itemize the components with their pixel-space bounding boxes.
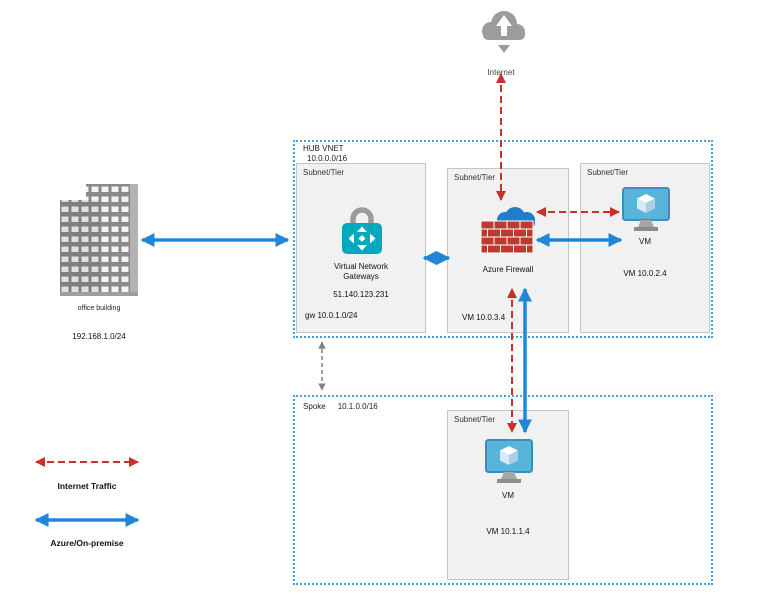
spoke-vm-ip: VM 10.1.1.4	[486, 527, 530, 536]
gateway-subnet: Subnet/Tier Virtual Network Gateways 51.…	[296, 163, 426, 333]
gateway-subnet-label: Subnet/Tier	[303, 168, 345, 177]
spoke-vm-subnet: Subnet/Tier VM VM 10.1.1.4	[447, 410, 569, 580]
hub-vm-subnet: Subnet/Tier VM VM 10.0.2.4	[580, 163, 710, 333]
firewall-subnet-label: Subnet/Tier	[454, 173, 496, 182]
gateway-name: Virtual Network Gateways	[333, 262, 389, 282]
spoke-vnet-title: Spoke	[303, 402, 326, 411]
spoke-vm-name: VM	[502, 491, 514, 500]
spoke-vnet-boundary: Spoke 10.1.0.0/16	[293, 395, 713, 585]
hub-vnet-cidr: 10.0.0.0/16	[307, 154, 348, 163]
onpremise-cidr: 192.168.1.0/24	[72, 332, 126, 341]
internet-label: Internet	[487, 68, 515, 77]
legend-azure-onpremise-label: Azure/On-premise	[50, 538, 124, 548]
spoke-vnet-title-line: Spoke 10.1.0.0/16	[303, 402, 378, 411]
legend-internet-traffic-label: Internet Traffic	[57, 481, 117, 491]
onpremise-label: office building	[77, 305, 121, 312]
hub-vm-subnet-label: Subnet/Tier	[587, 168, 629, 177]
firewall-name: Azure Firewall	[482, 265, 534, 274]
onpremise-node: office building	[60, 184, 138, 312]
azure-firewall-icon	[480, 207, 535, 254]
gateway-cidr: gw 10.0.1.0/24	[305, 311, 358, 320]
internet-cloud-icon	[482, 11, 525, 53]
vm-icon	[622, 187, 670, 231]
internet-node: Internet	[474, 8, 528, 77]
office-building-icon	[60, 184, 138, 296]
firewall-vm-ip: VM 10.0.3.4	[462, 313, 506, 322]
hub-vm-name: VM	[639, 237, 651, 246]
spoke-vm-subnet-label: Subnet/Tier	[454, 415, 496, 424]
hub-vm-ip: VM 10.0.2.4	[623, 269, 667, 278]
gateway-public-ip: 51.140.123.231	[333, 290, 389, 299]
vm-icon	[485, 439, 533, 483]
firewall-subnet: Subnet/Tier Azure Firewall VM 10.0.3.4	[447, 168, 569, 333]
hub-vnet-title: HUB VNET	[303, 144, 344, 153]
vpn-gateway-icon	[342, 207, 382, 254]
spoke-vnet-cidr: 10.1.0.0/16	[337, 402, 378, 411]
